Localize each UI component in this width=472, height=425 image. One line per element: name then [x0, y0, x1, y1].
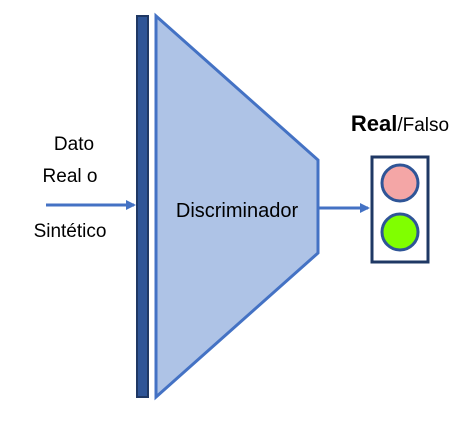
output-label: Real/Falso: [351, 111, 449, 136]
traffic-light-icon: [370, 155, 430, 264]
discriminator-label: Discriminador: [176, 200, 299, 222]
output-label-real: Real: [351, 111, 397, 136]
input-label-line2: Real o: [43, 166, 98, 187]
light-red: [380, 163, 420, 203]
input-label-line3: Sintético: [34, 221, 107, 242]
discriminator-shape: [154, 12, 320, 401]
output-label-falso: /Falso: [397, 115, 449, 136]
input-layer-bar: [136, 15, 149, 398]
light-green: [380, 212, 420, 252]
input-label-line1: Dato: [54, 134, 94, 155]
